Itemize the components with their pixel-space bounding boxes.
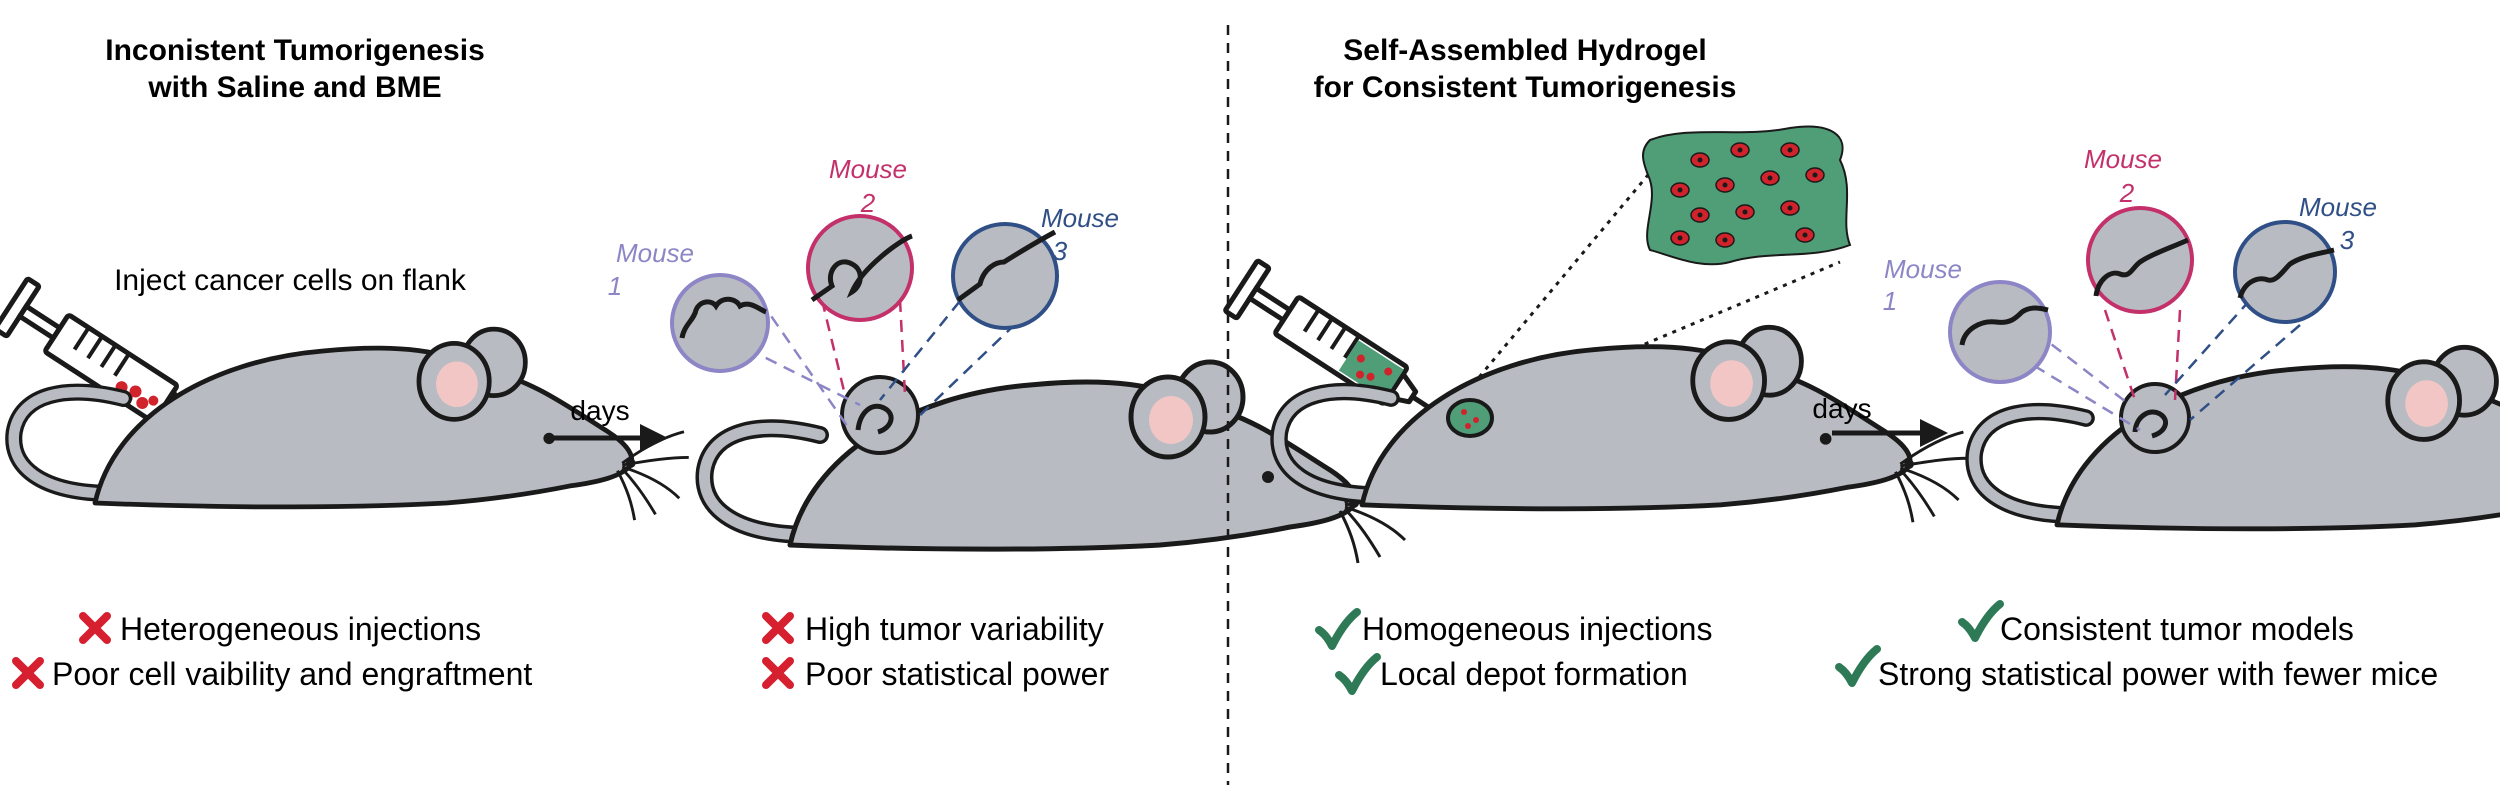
tumor-site [840, 375, 920, 455]
left-bullet-b2: Poor statistical power [805, 656, 1109, 692]
right-bullet-b2: Strong statistical power with fewer mice [1878, 656, 2438, 692]
mouse2-label-right: Mouse [2084, 144, 2162, 174]
mouse3-label: Mouse [1041, 203, 1119, 233]
hydrogel-cell-nuclei [1677, 147, 1818, 243]
right-panel: Self-Assembled Hydrogel for Consistent T… [1225, 34, 2500, 692]
arrow-right-icon [1832, 419, 1948, 447]
syringe-icon [1225, 260, 1484, 457]
cross-icon [766, 661, 790, 685]
mouse1-num-right: 1 [1883, 286, 1897, 316]
right-bullet-a2: Local depot formation [1380, 656, 1688, 692]
cross-icon [766, 616, 790, 640]
mouse3-zoom [951, 222, 1059, 330]
left-bullet-b1: High tumor variability [805, 611, 1104, 647]
days-label-right: days [1812, 393, 1871, 424]
mouse1-label: Mouse [616, 238, 694, 268]
right-title-line1: Self-Assembled Hydrogel [1343, 34, 1706, 67]
cross-icon [83, 616, 107, 640]
left-title-line2: with Saline and BME [147, 71, 441, 104]
mouse1-zoom-right [1948, 280, 2052, 384]
arrow-right-icon [550, 424, 668, 452]
mouse3-label-right: Mouse [2299, 192, 2377, 222]
check-icon [1839, 649, 1877, 683]
check-icon [1962, 604, 2000, 638]
left-panel: Inconistent Tumorigenesis with Saline an… [0, 34, 1415, 692]
mouse2-label: Mouse [829, 154, 907, 184]
mouse2-num: 2 [860, 188, 876, 218]
mouse1-zoom [670, 273, 770, 373]
mouse3-num-right: 3 [2340, 225, 2355, 255]
right-title-line2: for Consistent Tumorigenesis [1314, 71, 1737, 104]
check-icon [1339, 657, 1377, 691]
days-label: days [570, 395, 629, 426]
mouse1-num: 1 [608, 271, 622, 301]
tumor-site-right [2119, 382, 2191, 454]
right-bullet-b1: Consistent tumor models [2000, 611, 2354, 647]
cross-icon [16, 661, 40, 685]
mouse2-num-right: 2 [2119, 178, 2135, 208]
left-bullet-a1: Heterogeneous injections [120, 611, 481, 647]
right-bullet-a1: Homogeneous injections [1362, 611, 1712, 647]
mouse1-label-right: Mouse [1884, 254, 1962, 284]
mouse3-num: 3 [1053, 236, 1068, 266]
hydrogel-depot [1446, 398, 1494, 438]
inject-label: Inject cancer cells on flank [114, 264, 467, 297]
left-title-line1: Inconistent Tumorigenesis [105, 34, 485, 67]
left-bullet-a2: Poor cell vaibility and engraftment [52, 656, 532, 692]
check-icon [1319, 612, 1357, 646]
